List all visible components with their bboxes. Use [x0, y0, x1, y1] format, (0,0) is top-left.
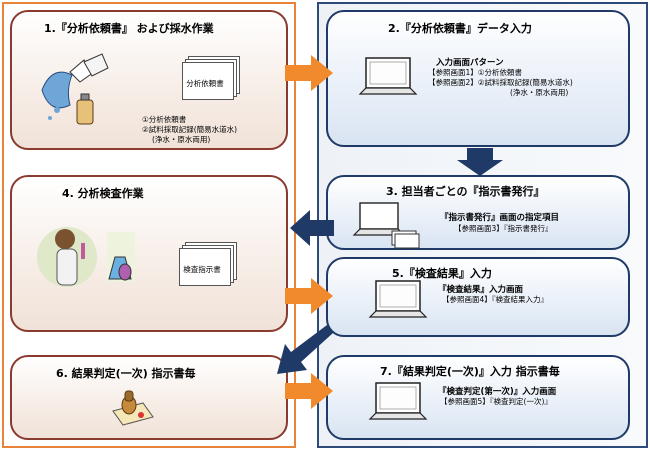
step-2-line-2: 【参照画面2】②試料採取記録(簡易水道水): [428, 78, 573, 87]
arrow-step4-to-step5: [285, 278, 333, 314]
lab-analyst-clipart-icon: [37, 227, 135, 287]
laptop-icon: [368, 382, 428, 420]
step-3-title: 3. 担当者ごとの『指示書発行』: [386, 185, 545, 198]
laptop-icon: [358, 57, 418, 95]
step-1-line-1: ①分析依頼書: [142, 115, 187, 124]
step-3-subtitle: 『指示書発行』画面の指定項目: [440, 213, 560, 223]
step-5-box: 5.『検査結果』入力 『検査結果』入力画面 【参照画面4】『検査結果入力』: [326, 257, 630, 337]
arrow-step2-to-step3: [457, 148, 503, 176]
step-2-box: 2.『分析依頼書』データ入力 入力画面パターン 【参照画面1】①分析依頼書 【参…: [326, 10, 630, 147]
step-3-line: 【参照画面3】『指示書発行』: [454, 224, 553, 233]
arrow-step6-to-step7: [285, 373, 333, 409]
step-7-line: 【参照画面5】『検査判定(一次)』: [440, 397, 552, 406]
step-6-title: 6. 結果判定(一次) 指示書毎: [56, 367, 196, 380]
laptop-icon: [368, 280, 428, 318]
step-7-title: 7.『結果判定(一次)』入力 指示書毎: [380, 365, 560, 378]
step-1-box: 1.『分析依頼書』 および採水作業 分析依頼書 ①分析依頼書 ②試料採取記録(簡…: [10, 10, 288, 150]
step-1-line-2: ②試料採取記録(簡易水道水): [142, 125, 238, 134]
laptop-with-document-icon: [352, 202, 420, 249]
water-sampling-clipart-icon: [41, 53, 109, 125]
step-4-box: 4. 分析検査作業 検査指示書: [10, 175, 288, 332]
arrow-step5-to-step6: [277, 325, 333, 374]
document-label: 分析依頼書: [186, 79, 224, 88]
step-2-line-3: (浄水・原水両用): [510, 88, 569, 97]
step-5-title: 5.『検査結果』入力: [392, 267, 492, 280]
stamp-seal-clipart-icon: [112, 390, 154, 426]
step-5-line: 【参照画面4】『検査結果入力』: [442, 295, 549, 304]
inspection-instruction-document-icon: 検査指示書: [179, 242, 237, 286]
step-2-line-1: 【参照画面1】①分析依頼書: [428, 68, 522, 77]
arrow-step3-to-step4: [290, 210, 334, 246]
step-2-title: 2.『分析依頼書』データ入力: [388, 22, 532, 35]
step-6-box: 6. 結果判定(一次) 指示書毎: [10, 355, 288, 440]
step-1-line-3: (浄水・原水両用): [152, 135, 211, 144]
arrow-step1-to-step2: [285, 55, 333, 91]
step-1-title: 1.『分析依頼書』 および採水作業: [44, 22, 214, 35]
step-4-title: 4. 分析検査作業: [62, 187, 144, 200]
analysis-request-document-icon: 分析依頼書: [182, 56, 240, 100]
step-7-box: 7.『結果判定(一次)』入力 指示書毎 『検査判定(第一次)』入力画面 【参照画…: [326, 355, 630, 440]
step-3-box: 3. 担当者ごとの『指示書発行』 『指示書発行』画面の指定項目 【参照画面3】『…: [326, 175, 630, 250]
step-2-subtitle: 入力画面パターン: [436, 58, 504, 68]
step-5-subtitle: 『検査結果』入力画面: [438, 285, 524, 295]
step-7-subtitle: 『検査判定(第一次)』入力画面: [438, 387, 557, 397]
document-label: 検査指示書: [183, 265, 221, 274]
